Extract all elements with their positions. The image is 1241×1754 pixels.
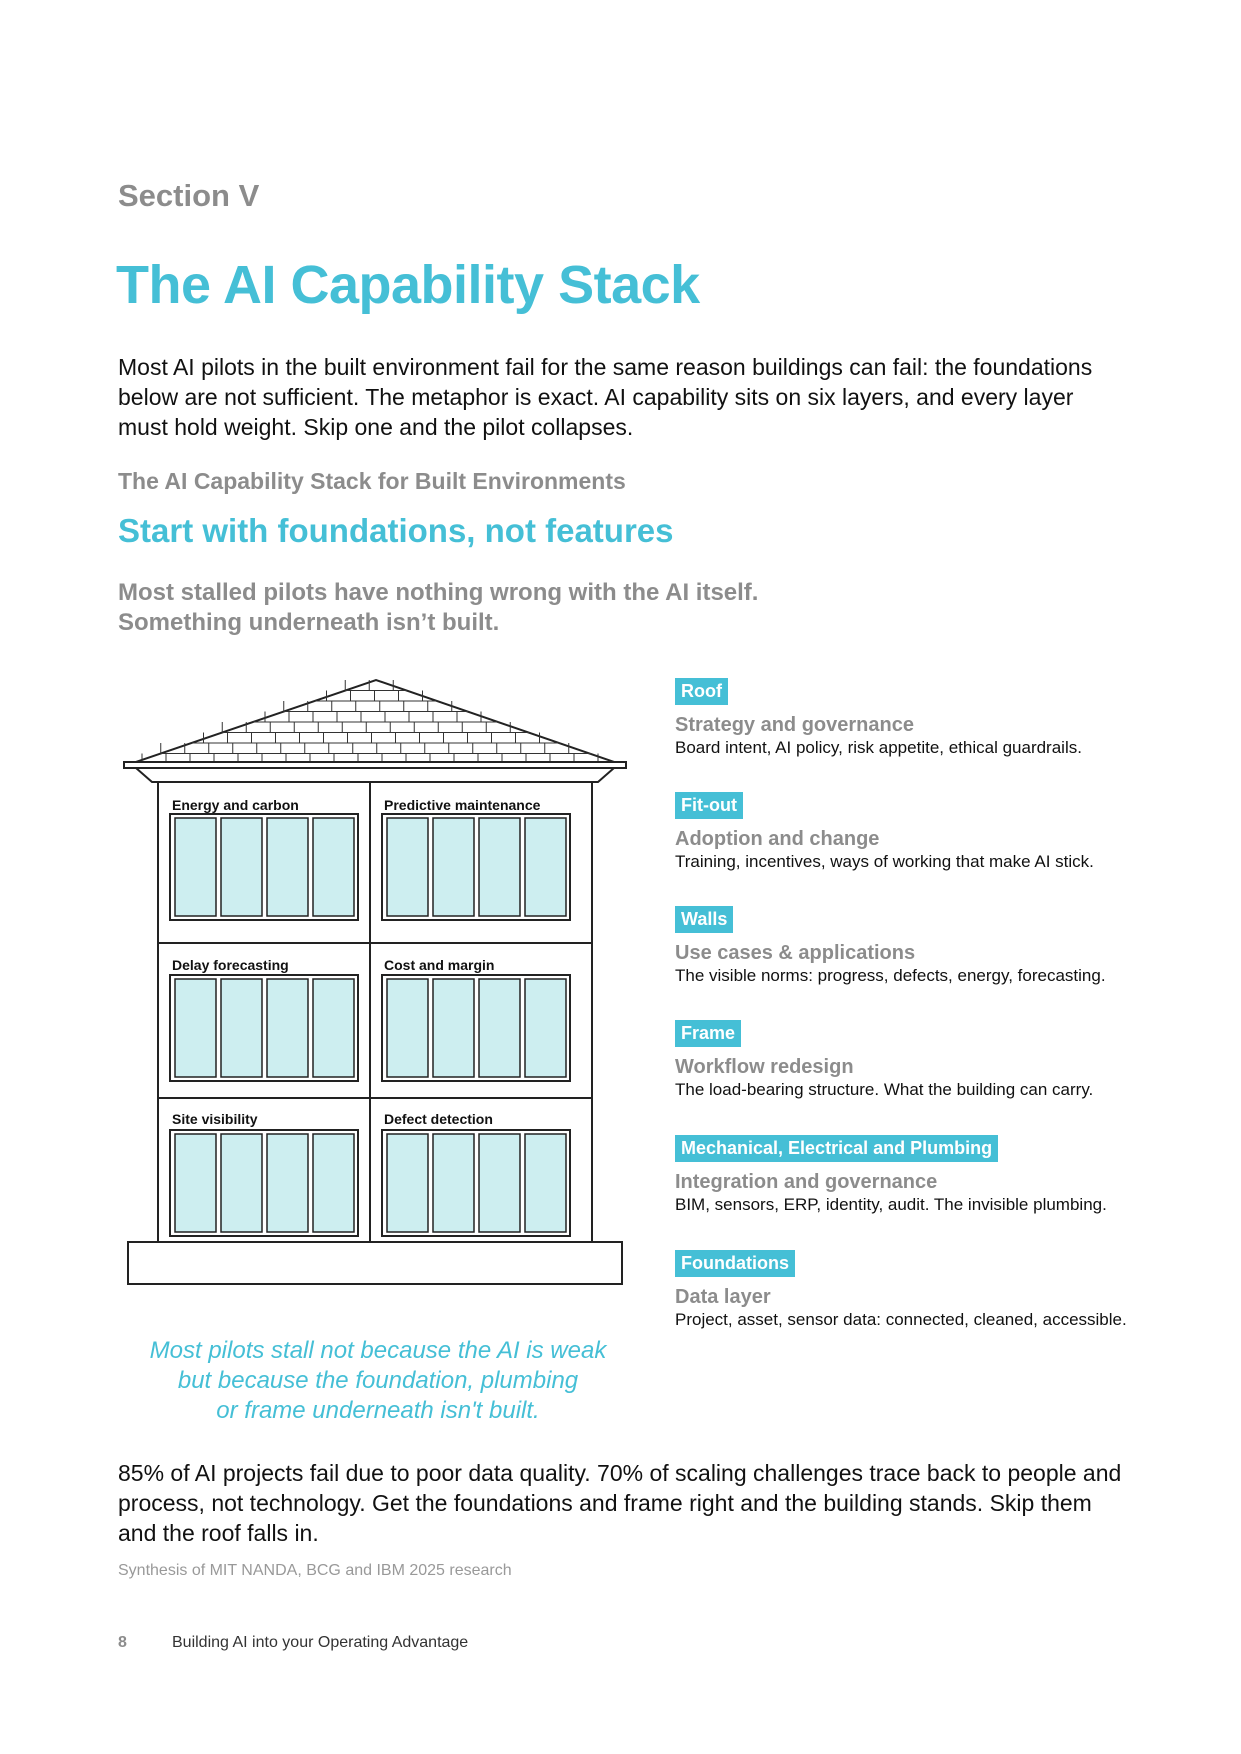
window-pane [524,817,567,917]
footer-document-title: Building AI into your Operating Advantag… [172,1634,469,1651]
layer-name: Integration and governance [675,1171,938,1193]
window-pane [524,1133,567,1233]
layer-tag: Mechanical, Electrical and Plumbing [675,1135,999,1162]
window-pane [478,978,521,1078]
layer-name: Workflow redesign [675,1056,854,1078]
layer-tag: Frame [675,1020,742,1047]
pull-quote-line: or frame underneath isn't built. [216,1397,540,1424]
roof-shape [123,678,627,783]
window-pane [478,817,521,917]
window-pane [432,817,475,917]
window-pane [312,817,355,917]
window-pane [220,817,263,917]
window-pane [174,817,217,917]
building-base [127,1241,623,1285]
layer-description: Training, incentives, ways of working th… [675,852,1094,871]
figure-lead-line: Something underneath isn’t built. [118,609,500,636]
layer-description: Board intent, AI policy, risk appetite, … [675,738,1082,757]
figure-kicker: The AI Capability Stack for Built Enviro… [118,468,626,494]
window-pane [266,1133,309,1233]
layer-description: BIM, sensors, ERP, identity, audit. The … [675,1195,1107,1214]
pull-quote-line: but because the foundation, plumbing [177,1367,579,1394]
layer-tag: Fit-out [675,792,743,819]
layer-fit-out: Fit-out Adoption and change Training, in… [675,792,1195,873]
window-pane [386,978,429,1078]
layer-tag: Foundations [675,1250,795,1277]
figure-lead: Most stalled pilots have nothing wrong w… [118,578,758,638]
room-label: Defect detection [384,1111,493,1127]
statistics-paragraph: 85% of AI projects fail due to poor data… [118,1460,1122,1546]
window-pane [432,978,475,1078]
layer-name: Data layer [675,1286,771,1308]
room-label: Energy and carbon [172,797,299,813]
window-pane [478,1133,521,1233]
layer-foundations: Foundations Data layer Project, asset, s… [675,1250,1195,1331]
layer-description: Project, asset, sensor data: connected, … [675,1310,1127,1329]
window-pane [174,1133,217,1233]
layer-name: Strategy and governance [675,714,914,736]
page-number: 8 [118,1634,127,1651]
window-pane [312,978,355,1078]
window-pane [432,1133,475,1233]
window-pane [174,978,217,1078]
window-pane [386,1133,429,1233]
layer-walls: Walls Use cases & applications The visib… [675,906,1195,987]
room-label: Predictive maintenance [384,797,541,813]
window-pane [386,817,429,917]
room-label: Cost and margin [384,957,494,973]
pull-quote: Most pilots stall not because the AI is … [128,1336,628,1426]
layer-tag: Roof [675,678,728,705]
window-pane [266,817,309,917]
pull-quote-line: Most pilots stall not because the AI is … [149,1337,607,1364]
figure-lead-line: Most stalled pilots have nothing wrong w… [118,579,759,606]
intro-paragraph: Most AI pilots in the built environment … [118,354,1093,440]
section-label: Section V [118,178,260,213]
window-pane [266,978,309,1078]
layer-roof: Roof Strategy and governance Board inten… [675,678,1195,759]
window-pane [312,1133,355,1233]
layer-mep: Mechanical, Electrical and Plumbing Inte… [675,1135,1195,1216]
figure-subtitle: Start with foundations, not features [118,512,674,549]
layer-name: Use cases & applications [675,942,916,964]
page-title: The AI Capability Stack [116,255,700,315]
building-illustration: Energy and carbon Predictive maintenance… [123,678,627,1285]
window-pane [524,978,567,1078]
source-note: Synthesis of MIT NANDA, BCG and IBM 2025… [118,1562,512,1579]
room-label: Delay forecasting [172,957,289,973]
layer-description: The visible norms: progress, defects, en… [675,966,1106,985]
layer-tag: Walls [675,906,734,933]
layer-frame: Frame Workflow redesign The load-bearing… [675,1020,1195,1101]
layer-description: The load-bearing structure. What the bui… [675,1080,1094,1099]
window-pane [220,978,263,1078]
layer-name: Adoption and change [675,828,880,850]
window-pane [220,1133,263,1233]
room-label: Site visibility [172,1111,258,1127]
